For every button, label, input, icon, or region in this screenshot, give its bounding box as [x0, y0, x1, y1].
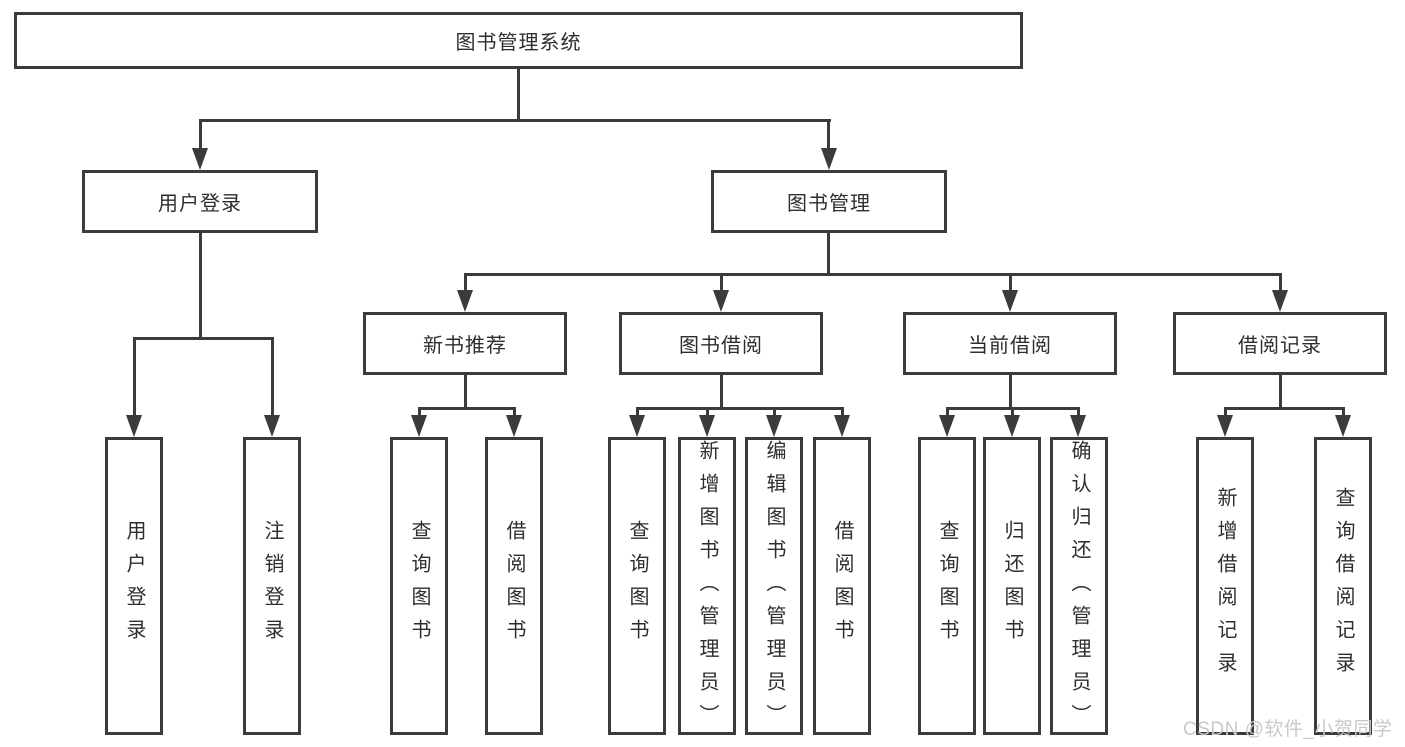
leaf-return-books: 归还图书 — [983, 437, 1041, 735]
leaf-add-book-admin: 新增图书（管理员） — [678, 437, 736, 737]
connector-line — [133, 337, 274, 340]
leaf-add-borrow-record-label: 新增借阅记录 — [1214, 487, 1236, 685]
leaf-add-book-admin-label: 新增图书（管理员） — [696, 440, 718, 737]
arrowhead-down-icon — [629, 415, 645, 437]
leaf-query-books-recommend-label: 查询图书 — [408, 520, 430, 652]
connector-line — [418, 407, 421, 415]
leaf-add-borrow-record: 新增借阅记录 — [1196, 437, 1254, 735]
leaf-query-books-recommend: 查询图书 — [390, 437, 448, 735]
connector-line — [199, 119, 831, 122]
csdn-watermark: CSDN @软件_小贺同学 — [1183, 719, 1393, 740]
arrowhead-down-icon — [1272, 290, 1288, 312]
leaf-confirm-return-admin-label: 确认归还（管理员） — [1068, 440, 1090, 737]
leaf-edit-book-admin: 编辑图书（管理员） — [745, 437, 803, 737]
arrowhead-down-icon — [821, 148, 837, 170]
connector-line — [1224, 407, 1344, 410]
arrowhead-down-icon — [1070, 415, 1086, 437]
connector-line — [827, 233, 830, 273]
arrowhead-down-icon — [939, 415, 955, 437]
connector-line — [720, 273, 723, 290]
connector-line — [827, 119, 830, 148]
leaf-borrow-books-borrowing-label: 借阅图书 — [831, 520, 853, 652]
connector-line — [464, 273, 1281, 276]
leaf-borrow-books-borrowing: 借阅图书 — [813, 437, 871, 735]
connector-line — [517, 69, 520, 119]
arrowhead-down-icon — [457, 290, 473, 312]
connector-line — [636, 407, 843, 410]
leaf-user-login-label: 用户登录 — [123, 520, 145, 652]
connector-line — [720, 375, 723, 407]
leaf-confirm-return-admin: 确认归还（管理员） — [1050, 437, 1108, 737]
arrowhead-down-icon — [192, 148, 208, 170]
leaf-borrow-books-recommend-label: 借阅图书 — [503, 520, 525, 652]
node-user-login: 用户登录 — [82, 170, 318, 233]
connector-line — [706, 407, 709, 415]
leaf-query-books-borrowing: 查询图书 — [608, 437, 666, 735]
arrowhead-down-icon — [1335, 415, 1351, 437]
connector-line — [1279, 273, 1282, 290]
arrowhead-down-icon — [1002, 290, 1018, 312]
node-library-system-label: 图书管理系统 — [455, 32, 582, 54]
connector-line — [946, 407, 949, 415]
arrowhead-down-icon — [1217, 415, 1233, 437]
node-current-borrowing-label: 当前借阅 — [968, 335, 1052, 357]
connector-line — [464, 273, 467, 290]
arrowhead-down-icon — [713, 290, 729, 312]
node-new-book-recommend-label: 新书推荐 — [423, 335, 507, 357]
connector-line — [418, 407, 515, 410]
connector-line — [1077, 407, 1080, 415]
leaf-logout-label: 注销登录 — [261, 520, 283, 652]
connector-line — [513, 407, 516, 415]
connector-line — [133, 337, 136, 415]
connector-line — [1009, 375, 1012, 407]
leaf-user-login: 用户登录 — [105, 437, 163, 735]
connector-line — [1224, 407, 1227, 415]
leaf-borrow-books-recommend: 借阅图书 — [485, 437, 543, 735]
connector-line — [773, 407, 776, 415]
connector-line — [636, 407, 639, 415]
node-library-system: 图书管理系统 — [14, 12, 1023, 69]
leaf-edit-book-admin-label: 编辑图书（管理员） — [763, 440, 785, 737]
leaf-logout: 注销登录 — [243, 437, 301, 735]
node-new-book-recommend: 新书推荐 — [363, 312, 567, 375]
arrowhead-down-icon — [834, 415, 850, 437]
node-borrowing-records: 借阅记录 — [1173, 312, 1387, 375]
leaf-query-borrow-record: 查询借阅记录 — [1314, 437, 1372, 735]
connector-line — [841, 407, 844, 415]
node-borrowing-records-label: 借阅记录 — [1238, 335, 1322, 357]
connector-line — [1009, 273, 1012, 290]
leaf-query-borrow-record-label: 查询借阅记录 — [1332, 487, 1354, 685]
leaf-query-books-current: 查询图书 — [918, 437, 976, 735]
arrowhead-down-icon — [264, 415, 280, 437]
arrowhead-down-icon — [1004, 415, 1020, 437]
connector-line — [1342, 407, 1345, 415]
connector-line — [1011, 407, 1014, 415]
arrowhead-down-icon — [766, 415, 782, 437]
connector-line — [271, 337, 274, 415]
node-book-borrowing-label: 图书借阅 — [679, 335, 763, 357]
node-book-management-label: 图书管理 — [787, 193, 871, 215]
arrowhead-down-icon — [699, 415, 715, 437]
leaf-return-books-label: 归还图书 — [1001, 520, 1023, 652]
node-book-borrowing: 图书借阅 — [619, 312, 823, 375]
leaf-query-books-current-label: 查询图书 — [936, 520, 958, 652]
leaf-query-books-borrowing-label: 查询图书 — [626, 520, 648, 652]
arrowhead-down-icon — [506, 415, 522, 437]
arrowhead-down-icon — [411, 415, 427, 437]
node-current-borrowing: 当前借阅 — [903, 312, 1117, 375]
node-user-login-label: 用户登录 — [158, 193, 242, 215]
connector-line — [199, 233, 202, 337]
connector-line — [1279, 375, 1282, 407]
connector-line — [464, 375, 467, 407]
node-book-management: 图书管理 — [711, 170, 947, 233]
connector-line — [199, 119, 202, 148]
arrowhead-down-icon — [126, 415, 142, 437]
